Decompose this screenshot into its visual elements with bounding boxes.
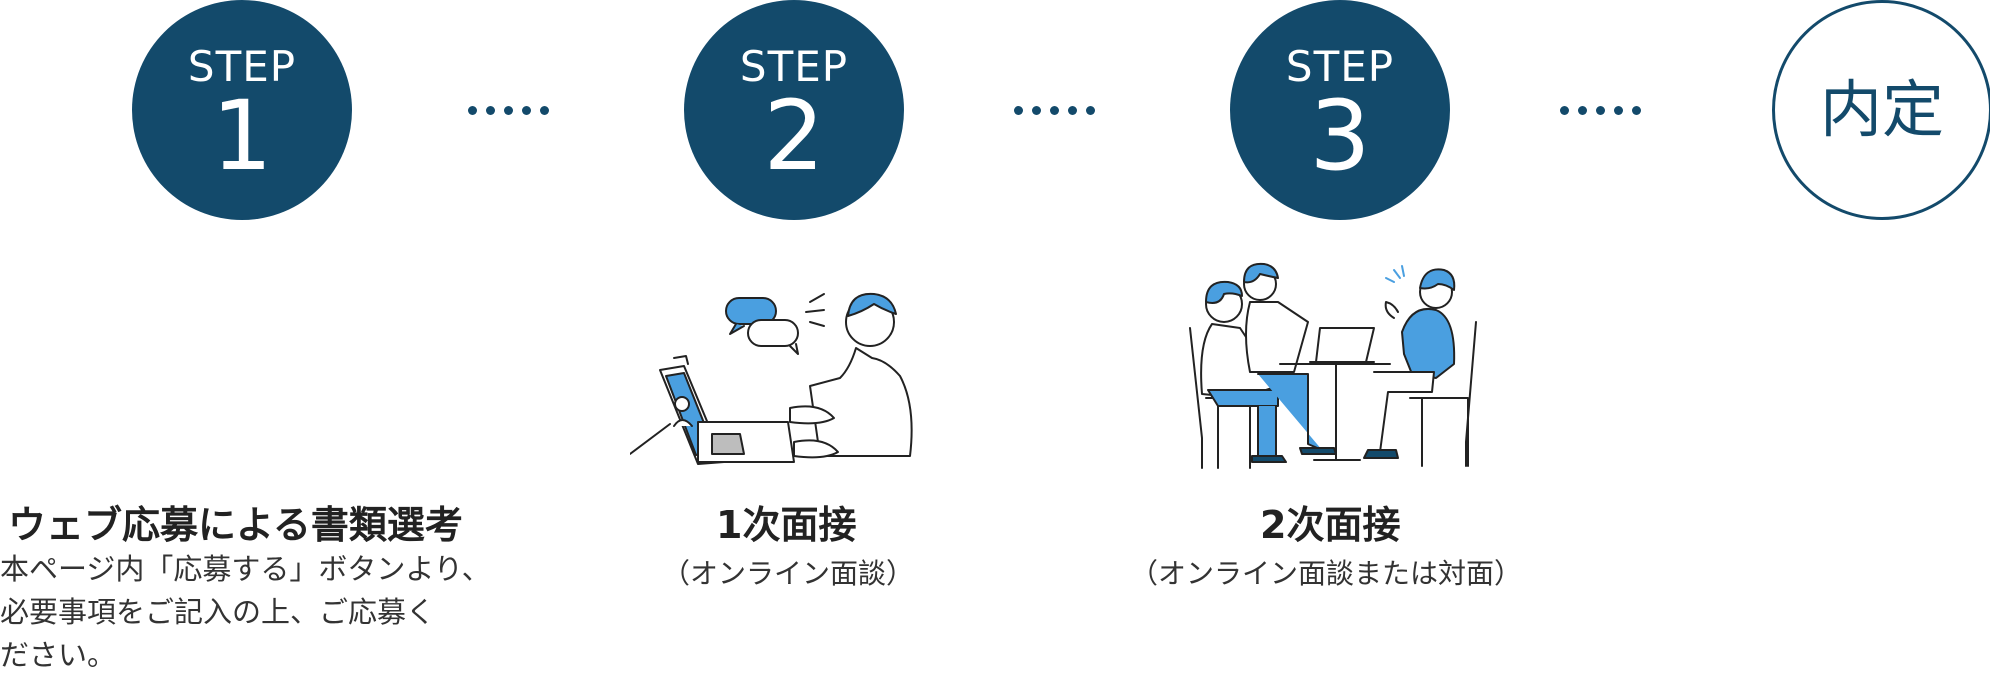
step-3-subtitle: （オンライン面談または対面） [1130,557,1523,590]
connector-dots-2 [1014,106,1095,115]
step-2-title: 1次面接 [716,503,857,547]
step-1-circle: STEP 1 [132,0,352,220]
step-3-circle: STEP 3 [1230,0,1450,220]
connector-dots-1 [468,106,549,115]
meeting-illustration [1189,262,1477,469]
step-3-title: 2次面接 [1260,503,1401,547]
step-3-label: STEP [1285,42,1395,91]
final-offer-circle: 内定 [1772,0,1990,220]
step-2-number: 2 [763,80,825,192]
step-1-description-line: 本ページ内「応募する」ボタンより、 [0,552,491,586]
step-1-number: 1 [211,80,273,192]
step-3-number: 3 [1309,80,1371,192]
step-1-description: 本ページ内「応募する」ボタンより、 必要事項をご記入の上、ご応募く ださい。 [0,548,500,677]
step-1-description-line: ださい。 [0,638,117,672]
step-1-label: STEP [187,42,297,91]
connector-dots-3 [1560,106,1641,115]
video-call-illustration [630,292,913,465]
step-1-description-line: 必要事項をご記入の上、ご応募く [0,595,436,629]
step-2-circle: STEP 2 [684,0,904,220]
step-2-label: STEP [739,42,849,91]
final-offer-label: 内定 [1819,73,1944,146]
step-2-subtitle: （オンライン面談） [662,557,915,590]
step-1-title: ウェブ応募による書類選考 [8,503,463,547]
